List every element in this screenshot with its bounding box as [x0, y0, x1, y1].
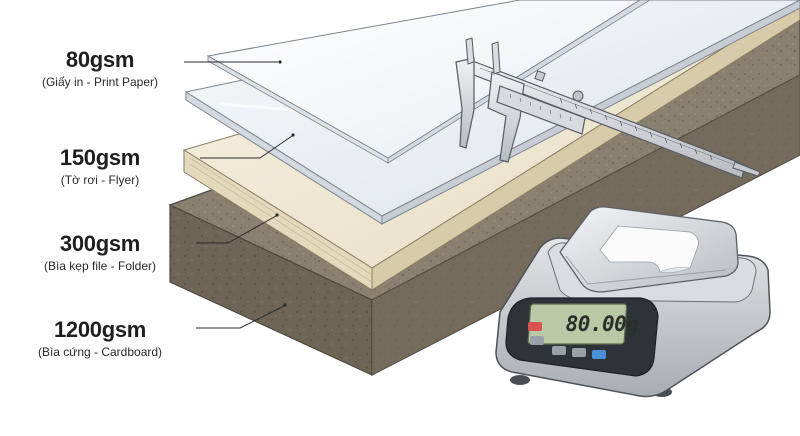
weight-label: 150gsm [59, 145, 141, 170]
weight-label: 80gsm [65, 47, 135, 72]
digital-scale-icon [495, 206, 771, 398]
leader-lines [184, 60, 295, 329]
label-cardboard: 1200gsm (Bìa cứng - Cardboard) [0, 318, 200, 360]
scale-gray-button-1[interactable] [530, 336, 544, 345]
scale-display-reading: 80.00g [565, 312, 639, 336]
description-label: (Tờ rơi - Flyer) [60, 173, 140, 187]
description-label: (Bìa cứng - Cardboard) [37, 345, 163, 359]
description-label: (Bìa kẹp file - Folder) [43, 259, 157, 273]
vernier-caliper-icon [455, 37, 761, 179]
weight-label: 1200gsm [53, 317, 147, 342]
scale-gray-button-2[interactable] [552, 346, 566, 355]
label-folder: 300gsm (Bìa kẹp file - Folder) [0, 232, 200, 274]
label-print-paper: 80gsm (Giấy in - Print Paper) [0, 48, 200, 90]
weight-label: 300gsm [59, 231, 141, 256]
description-label: (Giấy in - Print Paper) [41, 75, 159, 89]
scale-gray-button-3[interactable] [572, 348, 586, 357]
label-flyer: 150gsm (Tờ rơi - Flyer) [0, 146, 200, 188]
scale-red-button[interactable] [528, 322, 542, 331]
scale-blue-button[interactable] [592, 350, 606, 359]
